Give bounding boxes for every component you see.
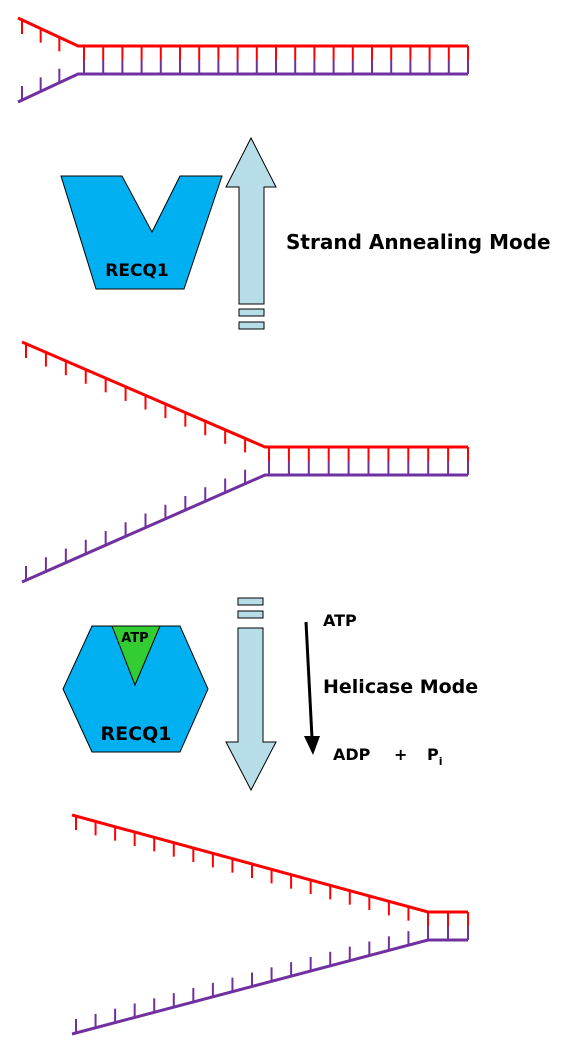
purple-strand [21,473,468,584]
atp-wedge [111,625,161,687]
up-arrow-dash [238,308,265,317]
recq1-open-enzyme: RECQ1 [60,175,223,290]
down-arrow-body [225,627,277,792]
atp-in-enzyme-label: ATP [121,631,148,646]
adp-label: ADP [333,745,371,764]
red-strand [17,16,468,48]
strand-annealing-mode-label: Strand Annealing Mode [286,230,551,254]
recq1-closed-enzyme: ATP RECQ1 [62,625,209,753]
recq1-v-shape [60,175,223,290]
hydrolysis-arrow-shaft [304,621,314,739]
dna-fork-duplex [17,16,469,104]
down-arrow [225,597,277,792]
hydrolysis-arrowhead [304,736,320,755]
plus-label: + [394,745,407,764]
purple-strand [71,938,468,1036]
purple-strand [17,72,468,104]
dna-fork-unwound [71,813,469,1036]
pi-label: Pi [427,745,443,768]
down-arrow-dash [237,610,264,619]
red-strand [71,813,468,914]
helicase-mode-label: Helicase Mode [323,676,478,698]
recq1-open-label: RECQ1 [105,261,168,281]
recq1-closed-label: RECQ1 [101,723,172,745]
down-arrow-dash [237,597,264,606]
recq1-hexagon [62,625,209,753]
red-strand [21,340,468,449]
up-arrow [225,136,277,330]
atp-label: ATP [323,611,357,630]
up-arrow-body [225,136,277,305]
atp-hydrolysis-arrow [304,621,320,755]
dna-fork-partial [21,340,469,584]
p-subscript: i [439,755,443,768]
p-text: P [427,745,439,764]
up-arrow-dash [238,321,265,330]
